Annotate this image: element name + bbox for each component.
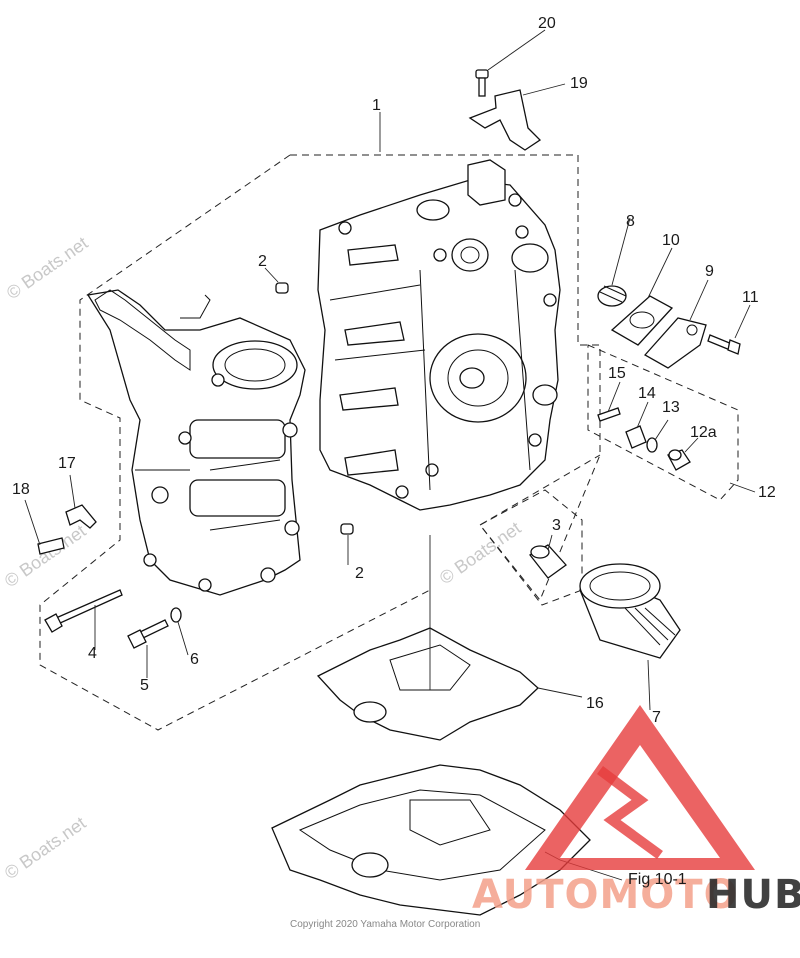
watermark-text: © Boats.net <box>436 518 525 588</box>
callout-17: 17 <box>58 455 76 472</box>
logo-word-hub: HUB <box>706 872 800 918</box>
logo-triangle-icon <box>525 705 755 870</box>
watermark-text: © Boats.net <box>1 521 90 591</box>
callout-3: 3 <box>552 517 561 534</box>
callout-13: 13 <box>662 399 680 416</box>
bolt-short <box>127 619 169 649</box>
relief-valve-spring <box>597 407 621 422</box>
clip <box>65 504 97 529</box>
callout-10: 10 <box>662 232 680 249</box>
relief-valve-piston <box>625 425 647 449</box>
gasket <box>316 627 539 741</box>
logo-lightning-icon <box>597 766 663 860</box>
crankcase-left-half <box>86 289 306 596</box>
callout-labels: 20 19 1 2 2 3 4 5 6 7 8 9 10 11 12 12a 1… <box>12 15 776 726</box>
callout-16: 16 <box>586 695 604 712</box>
crankcase-body <box>317 159 561 511</box>
automotohub-logo: AUTOMOTO HUB <box>472 705 800 918</box>
callout-11: 11 <box>742 289 759 306</box>
logo-word-auto: AUTOMOTO <box>472 872 739 918</box>
callout-6: 6 <box>190 651 199 668</box>
callout-2-upper: 2 <box>258 253 267 270</box>
hose <box>37 537 65 555</box>
callout-1: 1 <box>372 97 381 114</box>
callout-12a: 12a <box>690 424 717 441</box>
thermostat-cover <box>643 317 707 369</box>
copyright-notice: Copyright 2020 Yamaha Motor Corporation <box>290 919 480 930</box>
callout-2-lower: 2 <box>355 565 364 582</box>
figure-label: Fig 10-1 <box>628 871 687 888</box>
dowel-pin-lower <box>340 523 354 535</box>
washer <box>170 607 182 623</box>
crankcase-assembly-outline <box>39 154 601 731</box>
thermostat-gasket <box>610 295 674 346</box>
o-ring <box>646 437 658 453</box>
watermark-text: © Boats.net <box>3 233 92 303</box>
upper-casing <box>271 764 591 916</box>
bolt-long <box>44 589 123 633</box>
bracket-bolt <box>475 69 489 97</box>
callout-20: 20 <box>538 15 556 32</box>
callout-14: 14 <box>638 385 656 402</box>
callout-5: 5 <box>140 677 149 694</box>
assembly-boundaries <box>39 154 739 731</box>
callout-8: 8 <box>626 213 635 230</box>
relief-valve-plug <box>667 449 691 471</box>
dowel-pin-upper <box>275 282 289 294</box>
bushing-group-outline <box>479 489 583 606</box>
callout-7: 7 <box>652 709 661 726</box>
watermark-text: © Boats.net <box>1 813 90 883</box>
thermostat-group-outline <box>587 344 739 501</box>
callout-12: 12 <box>758 484 776 501</box>
bracket <box>468 89 542 151</box>
callout-15: 15 <box>608 365 626 382</box>
callout-9: 9 <box>705 263 714 280</box>
callout-4: 4 <box>88 645 97 662</box>
thermostat <box>597 285 627 307</box>
callout-18: 18 <box>12 481 30 498</box>
bushing <box>529 544 567 579</box>
oil-filter <box>579 563 681 659</box>
callout-19: 19 <box>570 75 588 92</box>
cover-bolt <box>707 334 741 355</box>
